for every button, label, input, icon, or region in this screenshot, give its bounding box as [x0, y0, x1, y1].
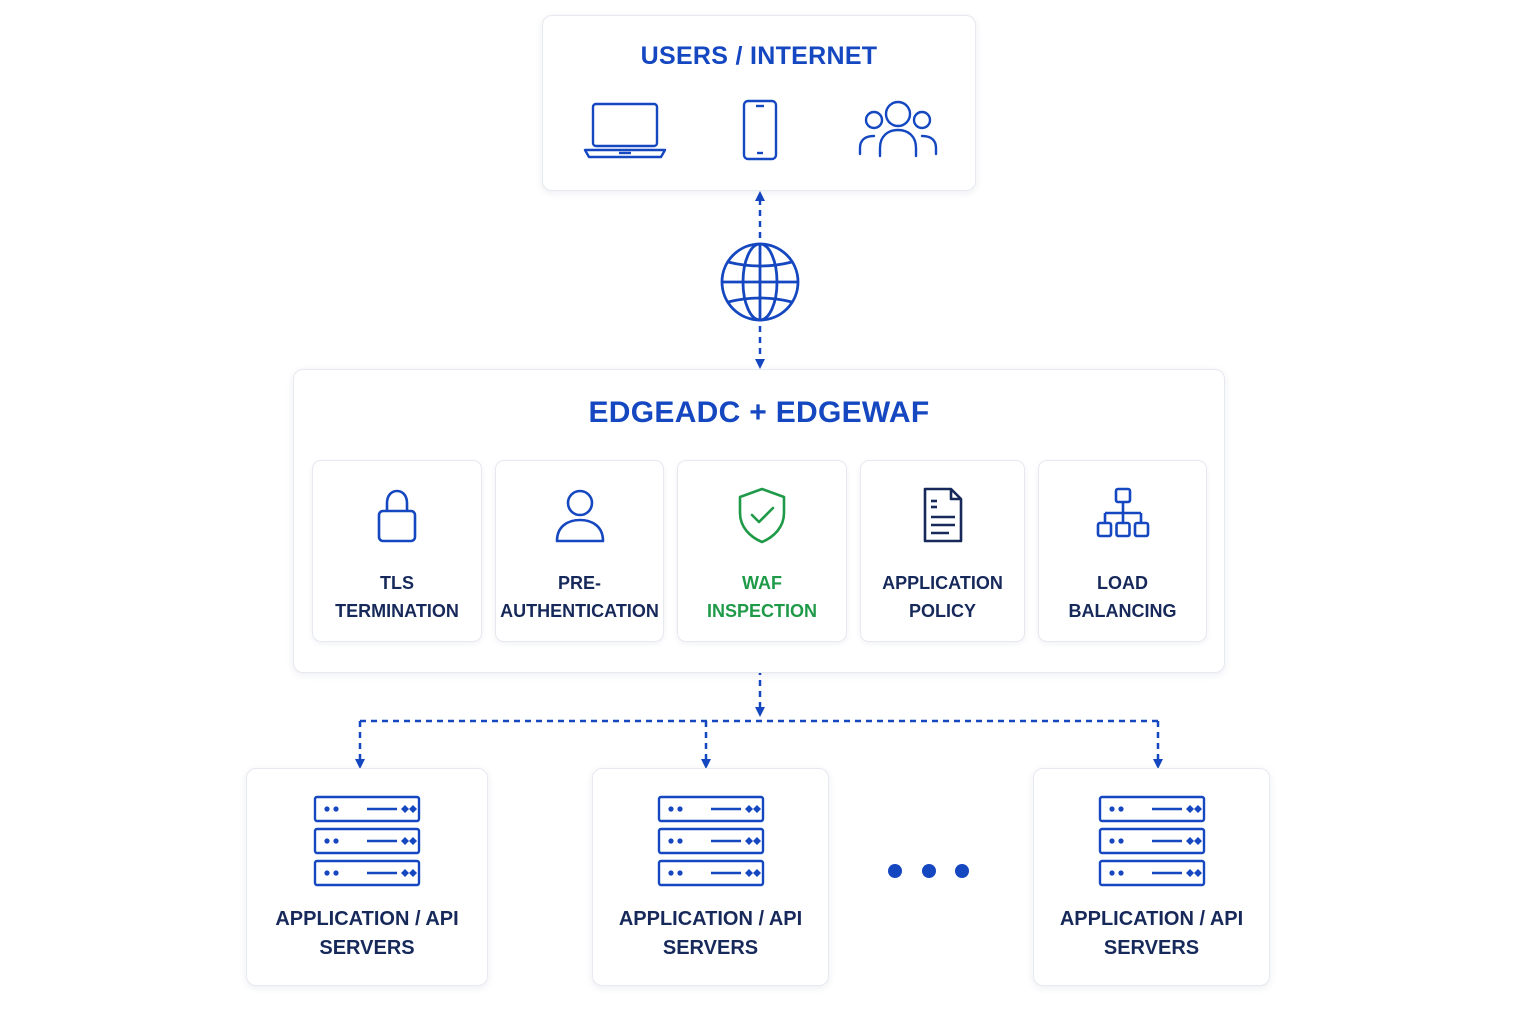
feature-label: LOAD BALANCING	[1068, 573, 1177, 621]
edge-box: EDGEADC + EDGEWAF TLS TERMINATION PRE- A…	[293, 369, 1225, 673]
edge-title: EDGEADC + EDGEWAF	[588, 396, 930, 429]
users-group-icon	[858, 100, 938, 158]
users-internet-title: USERS / INTERNET	[640, 42, 878, 70]
ellipsis-icon	[888, 864, 969, 878]
server-label: APPLICATION / API SERVERS	[1059, 908, 1244, 959]
users-internet-box: USERS / INTERNET	[542, 15, 976, 191]
server-label: APPLICATION / API SERVERS	[275, 908, 459, 959]
hierarchy-icon	[1096, 487, 1149, 538]
globe-icon	[720, 242, 800, 322]
server-rack-icon	[657, 795, 764, 887]
feature-label: PRE- AUTHENTICATION	[500, 573, 659, 621]
feature-label: WAF INSPECTION	[706, 573, 817, 621]
server-label: APPLICATION / API SERVERS	[618, 908, 803, 959]
feature-application-policy: APPLICATION POLICY	[860, 460, 1025, 642]
server-card-2: APPLICATION / API SERVERS	[592, 768, 829, 986]
document-icon	[923, 487, 962, 543]
feature-waf-inspection: WAF INSPECTION	[677, 460, 847, 642]
feature-label: TLS TERMINATION	[335, 573, 459, 621]
server-card-1: APPLICATION / API SERVERS	[246, 768, 488, 986]
shield-check-icon	[738, 487, 786, 544]
feature-load-balancing: LOAD BALANCING	[1038, 460, 1207, 642]
smartphone-icon	[742, 99, 778, 161]
feature-pre-authentication: PRE- AUTHENTICATION	[495, 460, 664, 642]
server-rack-icon	[313, 795, 421, 887]
laptop-icon	[583, 102, 667, 159]
user-icon	[555, 489, 604, 543]
feature-label: APPLICATION POLICY	[882, 573, 1003, 621]
feature-tls-termination: TLS TERMINATION	[312, 460, 482, 642]
server-card-3: APPLICATION / API SERVERS	[1033, 768, 1270, 986]
server-rack-icon	[1098, 795, 1205, 887]
lock-icon	[377, 489, 417, 543]
